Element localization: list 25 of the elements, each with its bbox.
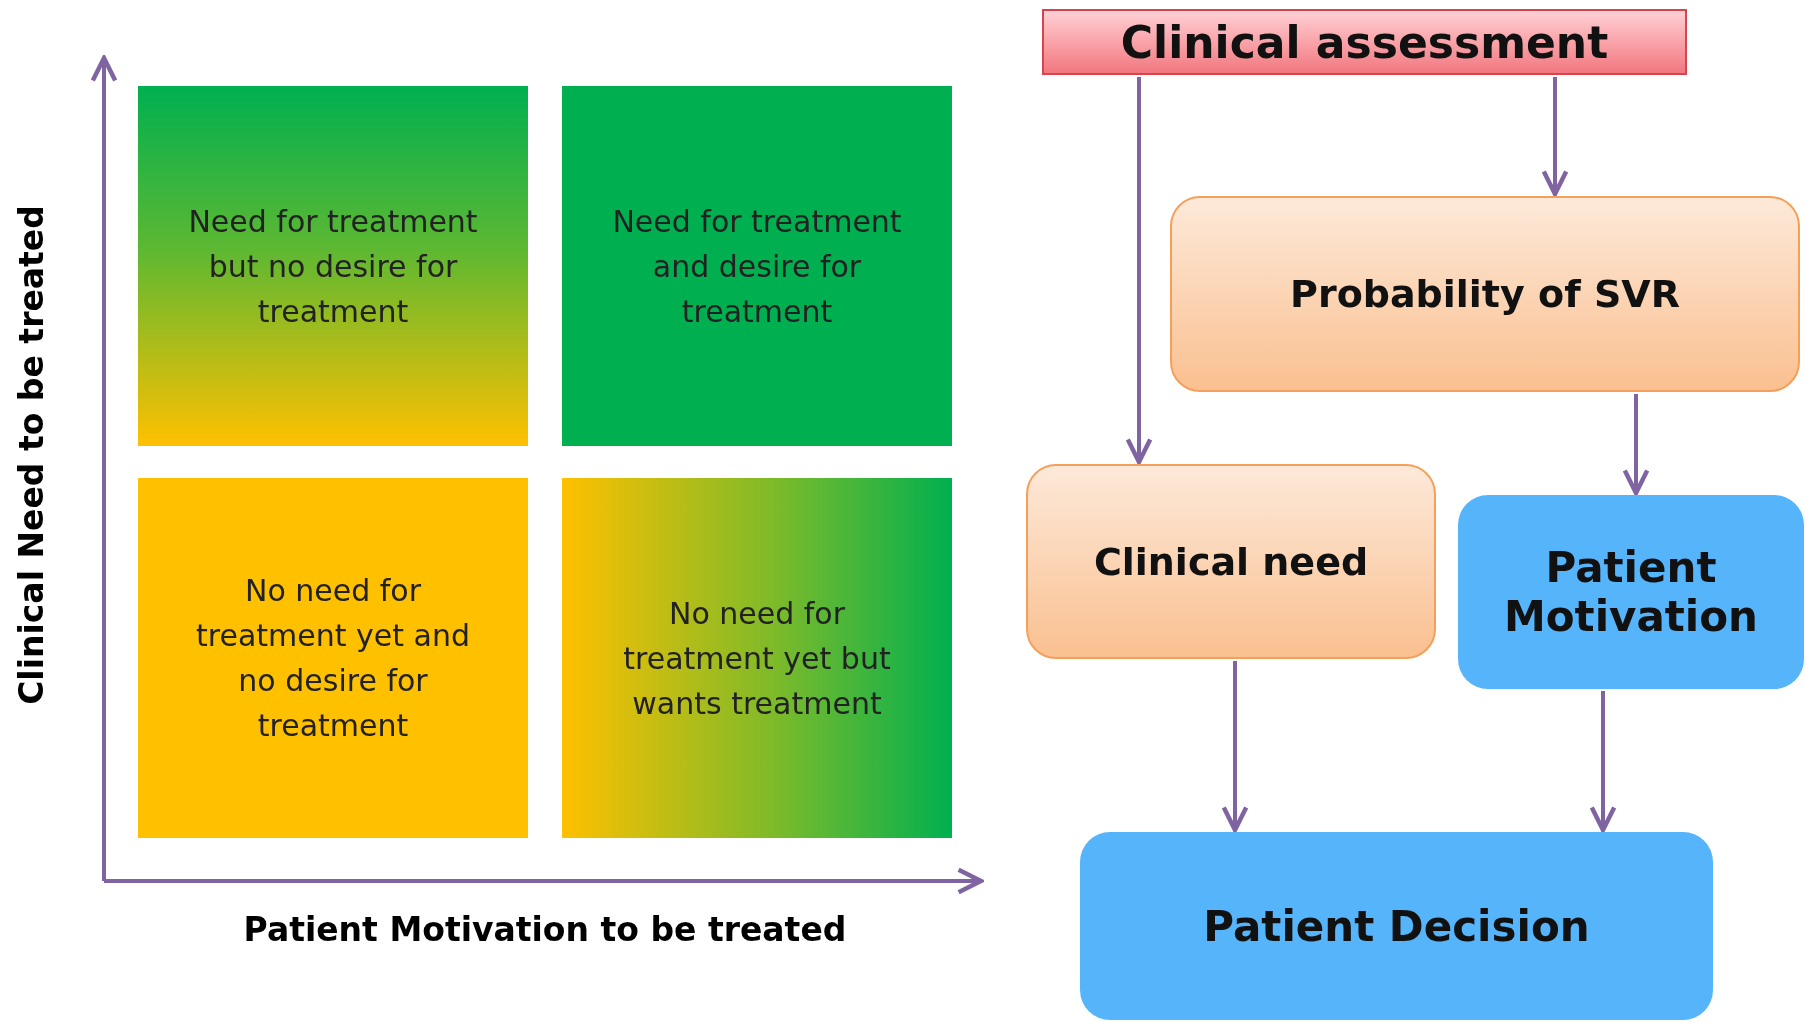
box-text: Probability of SVR xyxy=(1290,272,1680,316)
arrow xyxy=(1125,77,1153,465)
quadrant-box xyxy=(138,478,528,838)
axis-label: Patient Motivation to be treated xyxy=(243,909,847,949)
axis-label: Clinical Need to be treated xyxy=(11,205,51,705)
process-box xyxy=(1026,464,1436,659)
arrow xyxy=(1589,691,1617,833)
box-text: Clinical assessment xyxy=(1120,16,1609,68)
quadrant-box xyxy=(562,86,952,446)
box-text: No need for treatment yet and no desire for treatment xyxy=(195,572,471,745)
box-text: Patient Motivation xyxy=(1502,543,1760,641)
box-text: Need for treatment but no desire for treatment xyxy=(187,202,479,331)
quadrant-box xyxy=(562,478,952,838)
assessment-box xyxy=(1042,9,1687,75)
outcome-box xyxy=(1080,832,1713,1020)
process-box xyxy=(1170,196,1800,392)
box-text: Clinical need xyxy=(1093,539,1369,584)
quadrant-box xyxy=(138,86,528,446)
box-text: No need for treatment yet but wants treatment xyxy=(622,594,892,723)
outcome-box xyxy=(1458,495,1804,689)
box-text: Need for treatment and desire for treatment xyxy=(611,202,903,331)
box-text: Patient Decision xyxy=(1203,901,1590,951)
arrow xyxy=(1541,77,1569,197)
arrow xyxy=(1221,661,1249,833)
arrow xyxy=(1622,394,1650,496)
